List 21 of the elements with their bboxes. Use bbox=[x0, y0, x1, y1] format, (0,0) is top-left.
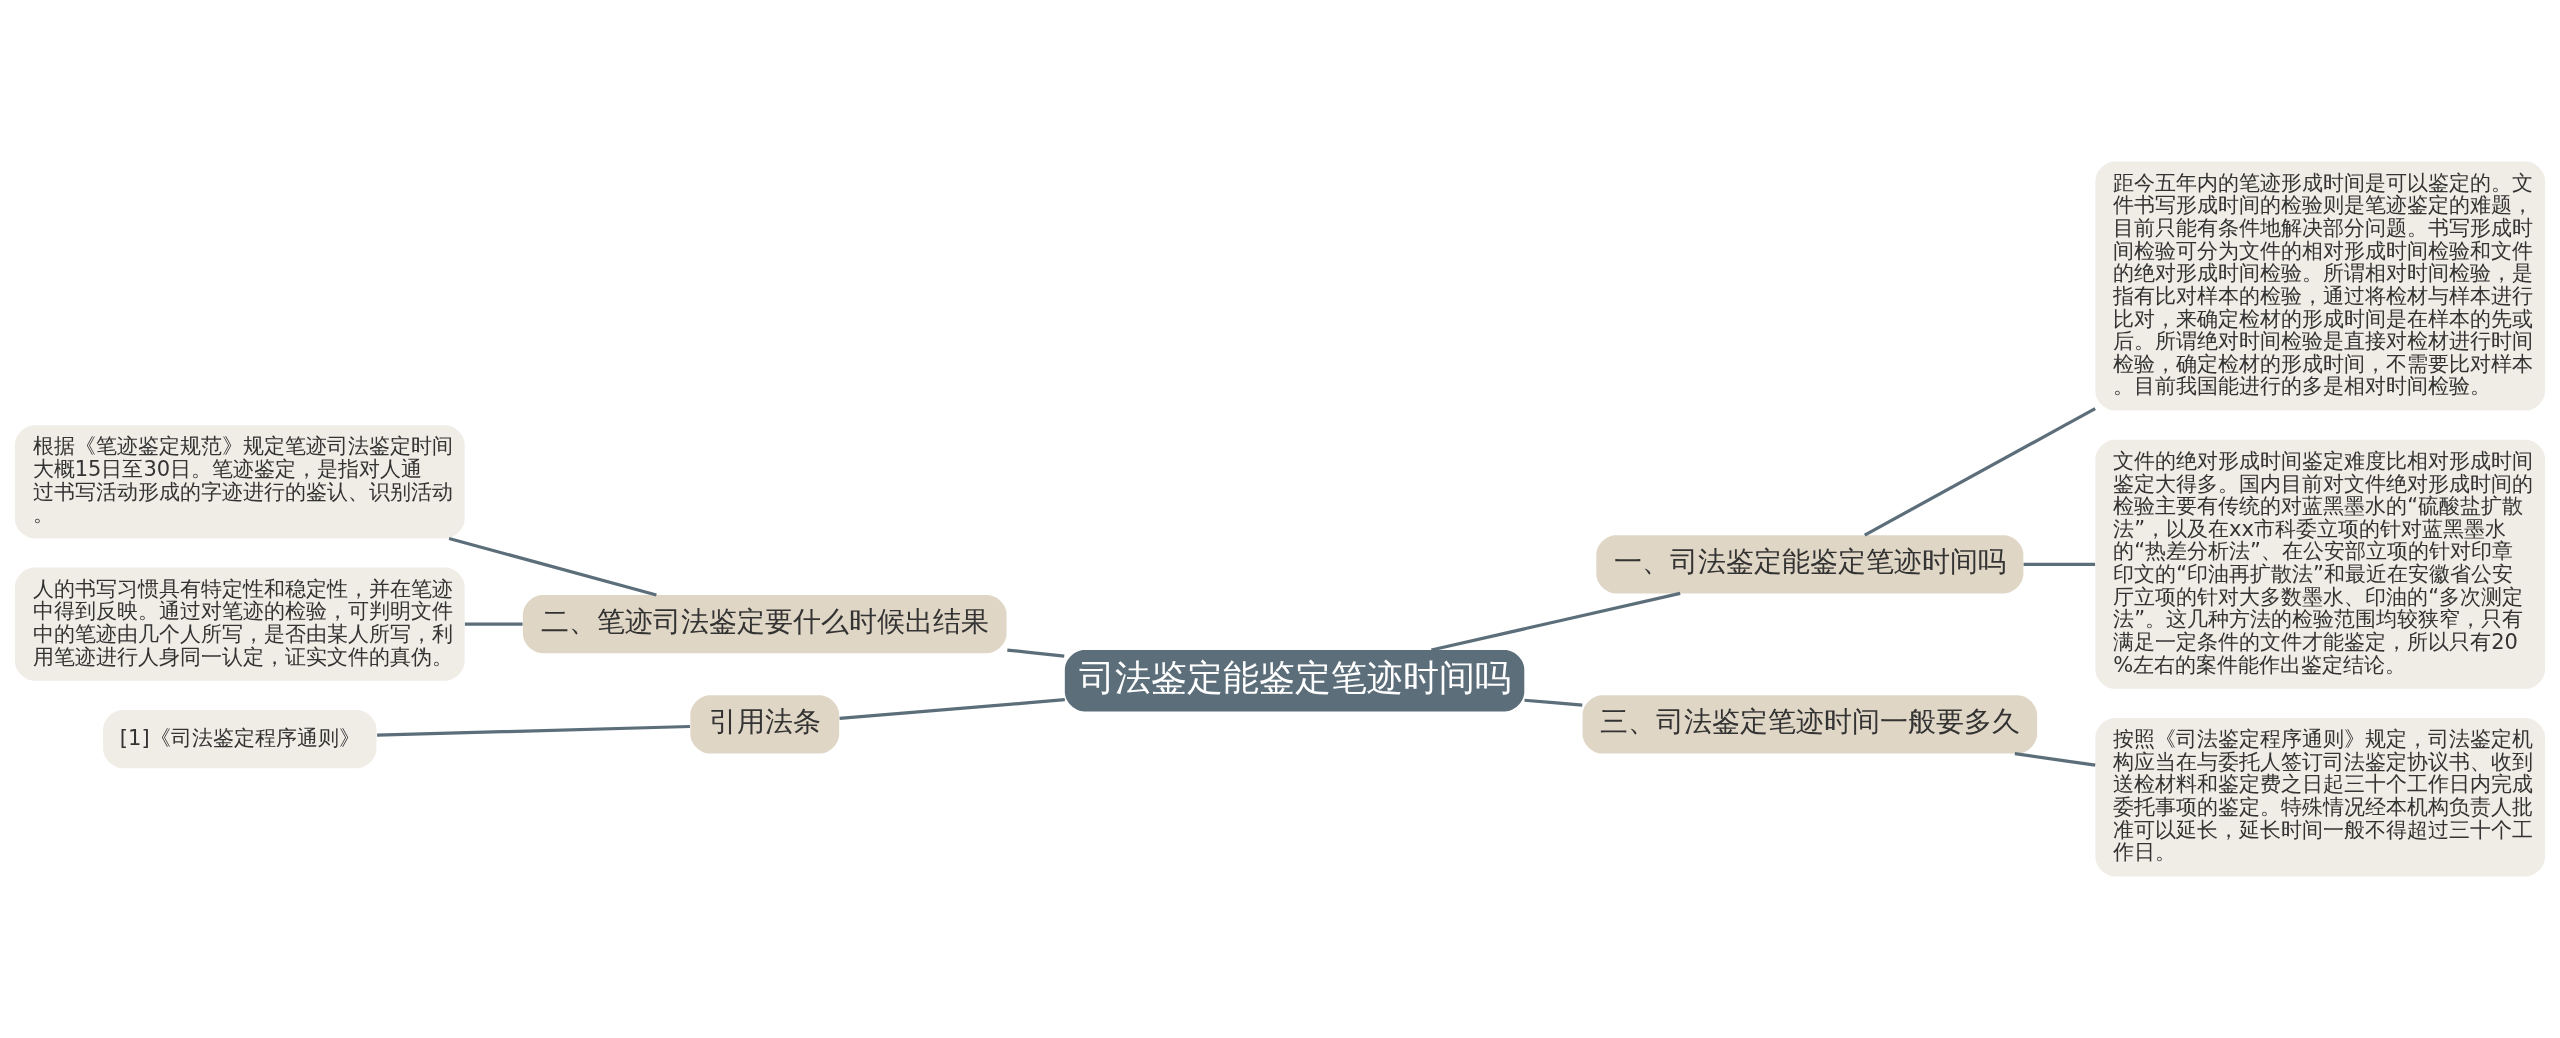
connector bbox=[839, 698, 1065, 720]
connector bbox=[448, 536, 657, 597]
node-box: 文件的绝对形成时间鉴定难度比相对形成时间鉴定大得多。国内目前对文件绝对形成时间的检验主要有传统的对蓝黑墨水的“硫酸盐扩散法”，以及在xx市科委立项的针对蓝黑墨水的“热差分析法”、在公安部立项的针对印章印文的“印油再扩散法”和最近在安徽省公安厅立项的针对大多数墨水、印油的“多次测定法”。这几种方法的检验范围均较狭窄，只有满足一定条件的文件才能鉴定，所以只有20%左右的案件能作出鉴定结论。 bbox=[2095, 439, 2546, 689]
connector bbox=[1863, 407, 2096, 537]
node-box: 根据《笔迹鉴定规范》规定笔迹司法鉴定时间大概15日至30日。笔迹鉴定，是指对人通过书写活动形成的字迹进行的鉴认、识别活动。 bbox=[14, 425, 465, 539]
node-box: [1]《司法鉴定程序通则》 bbox=[103, 709, 377, 769]
connector bbox=[1524, 698, 1583, 707]
node-box: 按照《司法鉴定程序通则》规定，司法鉴定机构应当在与委托人签订司法鉴定协议书、收到送检材料和鉴定费之日起三十个工作日内完成委托事项的鉴定。特殊情况经本机构负责人批准可以延长，延长时间一般不得超过三十个工作日。 bbox=[2095, 718, 2546, 877]
node-box: 司法鉴定能鉴定笔迹时间吗 bbox=[1064, 650, 1525, 712]
node-box: 距今五年内的笔迹形成时间是可以鉴定的。文件书写形成时间的检验则是笔迹鉴定的难题，目前只能有条件地解决部分问题。书写形成时间检验可分为文件的相对形成时间检验和文件的绝对形成时间检验。所谓相对时间检验，是指有比对样本的检验，通过将检材与样本进行比对，来确定检材的形成时间是在样本的先或后。所谓绝对时间检验是直接对检材进行时间检验，确定检材的形成时间，不需要比对样本。目前我国能进行的多是相对时间检验。 bbox=[2095, 161, 2546, 411]
node-box: 引用法条 bbox=[690, 695, 840, 754]
connector bbox=[2014, 752, 2096, 767]
connector bbox=[1431, 591, 1681, 652]
connector bbox=[2023, 562, 2096, 566]
connector bbox=[464, 622, 523, 626]
connector bbox=[377, 724, 690, 737]
node-box: 三、司法鉴定笔迹时间一般要多久 bbox=[1582, 695, 2038, 754]
node-box: 一、司法鉴定能鉴定笔迹时间吗 bbox=[1596, 535, 2024, 594]
node-box: 二、笔迹司法鉴定要什么时候出结果 bbox=[522, 595, 1007, 654]
node-box: 人的书写习惯具有特定性和稳定性，并在笔迹中得到反映。通过对笔迹的检验，可判明文件中的笔迹由几个人所写，是否由某人所写，利用笔迹进行人身同一认定，证实文件的真伪。 bbox=[14, 567, 465, 681]
connector bbox=[1007, 648, 1065, 658]
